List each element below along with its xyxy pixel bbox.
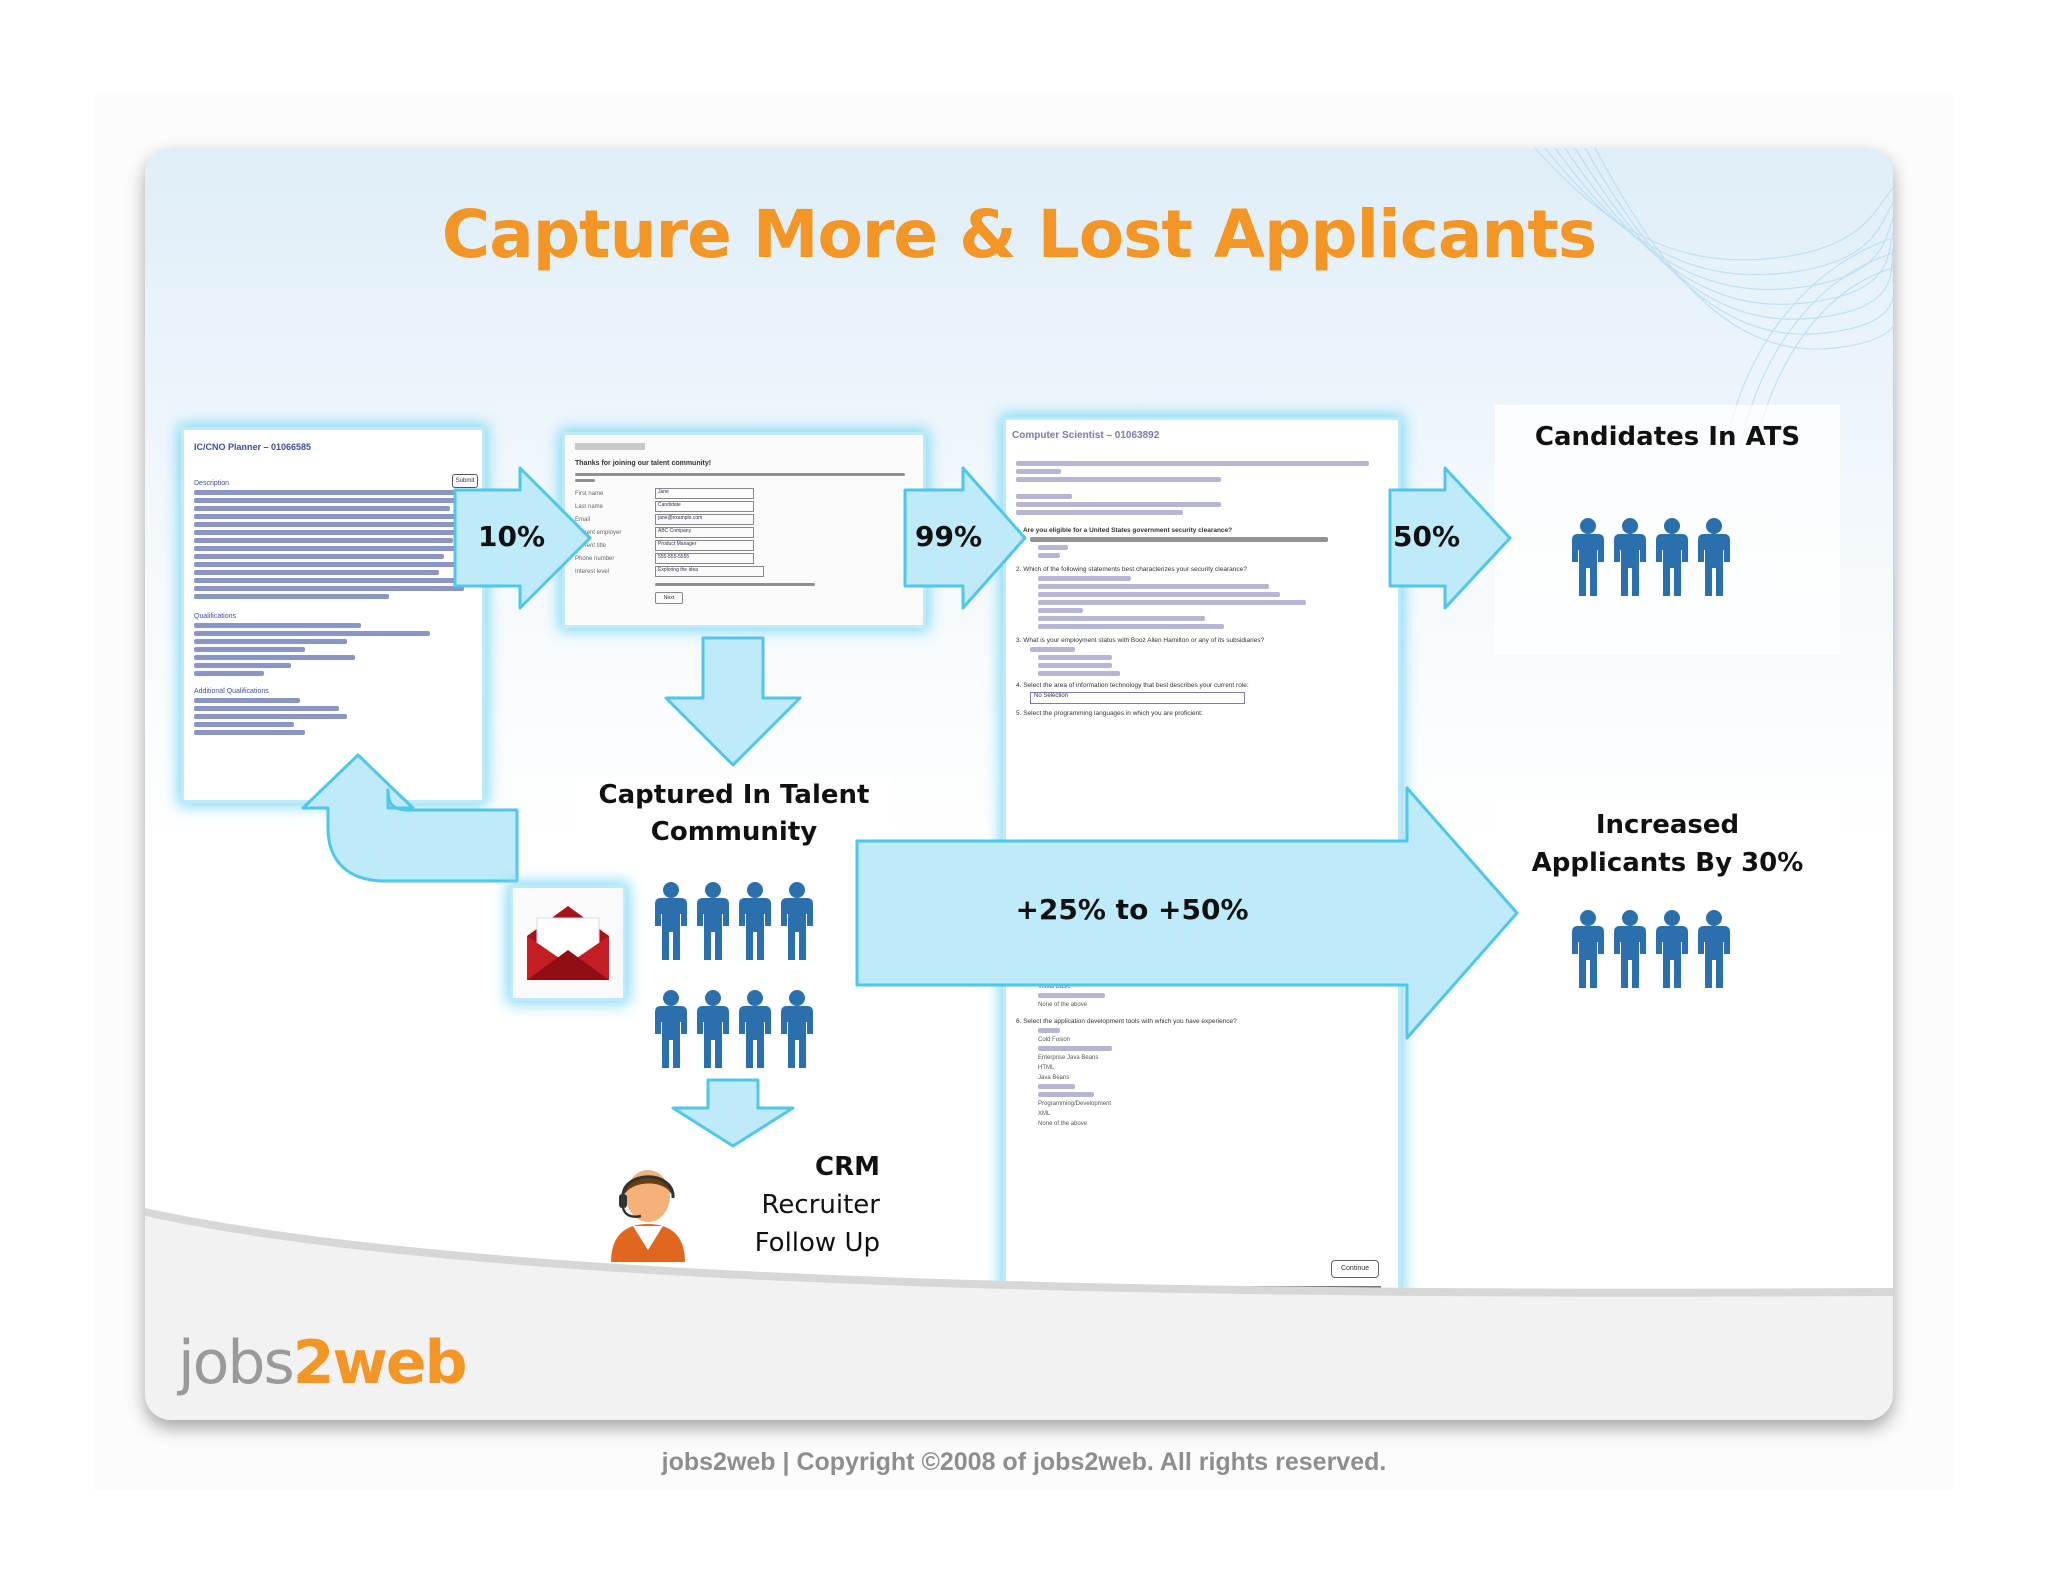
form-label: Current employer	[575, 529, 622, 536]
option-item[interactable]: Visual Basic	[1038, 984, 1071, 990]
conversion-label-3: 50%	[1393, 520, 1461, 553]
question-4: 4. Select the area of information techno…	[1016, 682, 1249, 689]
form-label: Last name	[575, 503, 604, 510]
copyright-footer: jobs2web | Copyright ©2008 of jobs2web. …	[661, 1448, 1387, 1476]
form-label: Interest level	[575, 568, 610, 575]
option-item[interactable]: Enterprise Java Beans	[1038, 1055, 1099, 1061]
people-group-ats-icon	[1570, 516, 1735, 598]
conversion-label-1: 10%	[478, 520, 546, 553]
form-label: Current title	[575, 542, 607, 549]
conversion-label-2: 99%	[915, 520, 983, 553]
option-item[interactable]: Programming/Development	[1038, 1101, 1112, 1107]
decorative-swirl	[1534, 148, 1893, 448]
option-item[interactable]: HTML	[1038, 1065, 1055, 1071]
form-label: Email	[575, 516, 591, 523]
question-3: 3. What is your employment status with B…	[1016, 637, 1265, 644]
question-5: 5. Select the programming languages in w…	[1016, 710, 1203, 717]
form-input[interactable]: Jane	[655, 488, 754, 499]
application-heading: Computer Scientist – 01063892	[1012, 430, 1160, 441]
application-screenshot: Computer Scientist – 01063892 1. Are you…	[1006, 420, 1398, 1308]
job-description-heading: IC/CNO Planner – 01066585	[194, 442, 312, 452]
option-item[interactable]: None of the above	[1038, 1002, 1088, 1008]
form-input[interactable]: Product Manager	[655, 540, 754, 551]
question-6: 6. Select the application development to…	[1016, 1018, 1237, 1025]
increase-range-label: +25% to +50%	[1015, 893, 1249, 926]
logo-text-2web: 2web	[292, 1328, 468, 1398]
logo-text-jobs: jobs	[178, 1328, 295, 1398]
question-1: 1. Are you eligible for a United States …	[1016, 527, 1233, 534]
people-group-talent-icon	[653, 880, 818, 962]
option-item[interactable]: None of the above	[1038, 1121, 1088, 1127]
form-label: Phone number	[575, 555, 615, 562]
crm-label-line2: Recruiter	[761, 1190, 880, 1220]
form-input[interactable]: ABC Company	[655, 527, 754, 538]
form-input[interactable]: Candidate	[655, 501, 754, 512]
job-description-screenshot: IC/CNO Planner – 01066585 Submit Descrip…	[184, 430, 482, 800]
crm-label-line3: Follow Up	[754, 1228, 880, 1258]
footer-swoosh	[145, 1208, 1893, 1420]
job-section-description: Description	[194, 480, 230, 487]
form-input[interactable]: jane@example.com	[655, 514, 754, 525]
job-apply-button[interactable]: Submit	[452, 474, 478, 488]
crm-label-line1: CRM	[815, 1152, 880, 1182]
people-group-talent-icon	[653, 988, 818, 1070]
ats-label: Candidates In ATS	[1534, 422, 1801, 452]
increased-label-line2: Applicants By 30%	[1531, 848, 1804, 878]
talent-label-line2: Community	[650, 817, 818, 847]
application-select[interactable]: No Selection	[1030, 692, 1245, 704]
form-select[interactable]: Exploring the idea	[655, 566, 764, 577]
slide-title: Capture More & Lost Applicants	[441, 196, 1597, 273]
form-next-button[interactable]: Next	[655, 592, 683, 604]
jobs2web-logo: jobs2web	[178, 1328, 468, 1398]
option-item[interactable]: XML	[1038, 1111, 1051, 1117]
email-icon[interactable]	[513, 888, 623, 998]
arrow-down-to-talent	[664, 636, 802, 767]
option-item[interactable]: Java Beans	[1038, 1075, 1070, 1081]
application-continue-button[interactable]: Continue	[1331, 1260, 1379, 1278]
talent-label-line1: Captured In Talent	[598, 780, 870, 810]
form-label: First name	[575, 490, 604, 497]
talent-form-heading: Thanks for joining our talent community!	[575, 460, 712, 467]
job-section-qualifications: Qualifications	[194, 613, 237, 620]
option-item[interactable]: Cold Fusion	[1038, 1037, 1071, 1043]
slide: Capture More & Lost Applicants IC/CNO Pl…	[145, 148, 1893, 1420]
recruiter-headset-icon	[611, 1170, 685, 1262]
talent-form-screenshot: Thanks for joining our talent community!…	[565, 435, 923, 625]
talent-panel	[575, 776, 893, 1236]
form-input[interactable]: 555-555-5555	[655, 553, 754, 564]
question-2: 2. Which of the following statements bes…	[1016, 566, 1247, 573]
people-group-increased-icon	[1570, 908, 1735, 990]
job-section-additional: Additional Qualifications	[194, 688, 269, 695]
increased-label-line1: Increased	[1595, 810, 1740, 840]
